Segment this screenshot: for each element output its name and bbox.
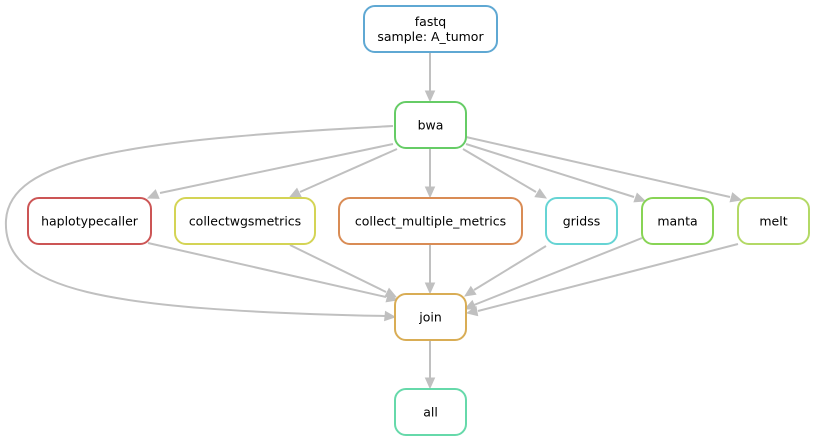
arrowhead — [633, 192, 647, 203]
arrowhead — [729, 192, 743, 203]
edge-collect_multiple_metrics-to-join — [424, 245, 436, 295]
edge-line — [473, 237, 643, 306]
arrowhead — [384, 287, 398, 298]
node-box — [641, 197, 714, 245]
edge-bwa-to-melt — [465, 136, 743, 203]
node-box — [394, 101, 467, 149]
arrowhead — [463, 299, 477, 310]
edge-join-to-all — [424, 341, 436, 390]
edge-manta-to-join — [463, 237, 643, 310]
edge-gridss-to-join — [463, 245, 547, 297]
node-box — [394, 293, 467, 341]
node-join: join — [394, 293, 467, 341]
node-gridss: gridss — [545, 197, 618, 245]
edge-line — [465, 143, 635, 198]
edge-haplotypecaller-to-join — [147, 242, 399, 303]
arrowhead — [146, 189, 160, 199]
node-box — [338, 197, 523, 245]
edge-line — [462, 148, 537, 193]
node-box — [394, 388, 467, 436]
edge-line — [473, 245, 547, 291]
node-bwa: bwa — [394, 101, 467, 149]
dag-edges — [4, 53, 743, 390]
node-label: fastq — [415, 14, 446, 29]
edge-bwa-to-haplotypecaller — [146, 143, 394, 199]
edge-line — [4, 125, 394, 317]
node-label: join — [418, 310, 442, 325]
node-manta: manta — [641, 197, 714, 245]
node-box — [737, 197, 810, 245]
node-melt: melt — [737, 197, 810, 245]
node-box — [363, 5, 498, 53]
edge-collectwgsmetrics-to-join — [289, 244, 398, 298]
node-label: collectwgsmetrics — [189, 214, 301, 229]
edge-line — [147, 242, 387, 298]
arrowhead — [534, 188, 548, 199]
arrowhead — [424, 90, 436, 103]
arrowhead — [424, 186, 436, 199]
edge-line — [465, 136, 731, 198]
node-label: all — [423, 405, 438, 420]
node-collectwgsmetrics: collectwgsmetrics — [174, 197, 316, 245]
node-label: haplotypecaller — [41, 214, 139, 229]
edge-line — [289, 244, 387, 293]
edge-line — [159, 143, 394, 194]
node-box — [27, 197, 152, 245]
arrowhead — [424, 377, 436, 390]
node-label: sample: A_tumor — [377, 29, 484, 44]
edge-fastq-to-bwa — [424, 53, 436, 103]
node-box — [545, 197, 618, 245]
node-haplotypecaller: haplotypecaller — [27, 197, 152, 245]
arrowhead — [424, 282, 436, 295]
arrowhead — [288, 187, 302, 198]
edge-bwa-to-collect_multiple_metrics — [424, 149, 436, 199]
node-all: all — [394, 388, 467, 436]
arrowhead — [463, 285, 477, 297]
edge-bwa-to-join — [4, 125, 397, 322]
edge-line — [477, 243, 739, 312]
node-box — [174, 197, 316, 245]
arrowhead — [384, 310, 397, 322]
edge-bwa-to-collectwgsmetrics — [288, 148, 398, 198]
edge-bwa-to-gridss — [462, 148, 548, 199]
edge-bwa-to-manta — [465, 143, 647, 203]
edge-melt-to-join — [465, 243, 739, 317]
node-label: collect_multiple_metrics — [355, 214, 506, 229]
node-label: gridss — [563, 214, 601, 229]
arrowhead — [465, 305, 479, 317]
node-label: bwa — [418, 118, 444, 133]
edge-line — [299, 148, 398, 193]
node-label: manta — [657, 214, 697, 229]
node-collect-multiple-metrics: collect_multiple_metrics — [338, 197, 523, 245]
node-label: melt — [759, 214, 787, 229]
